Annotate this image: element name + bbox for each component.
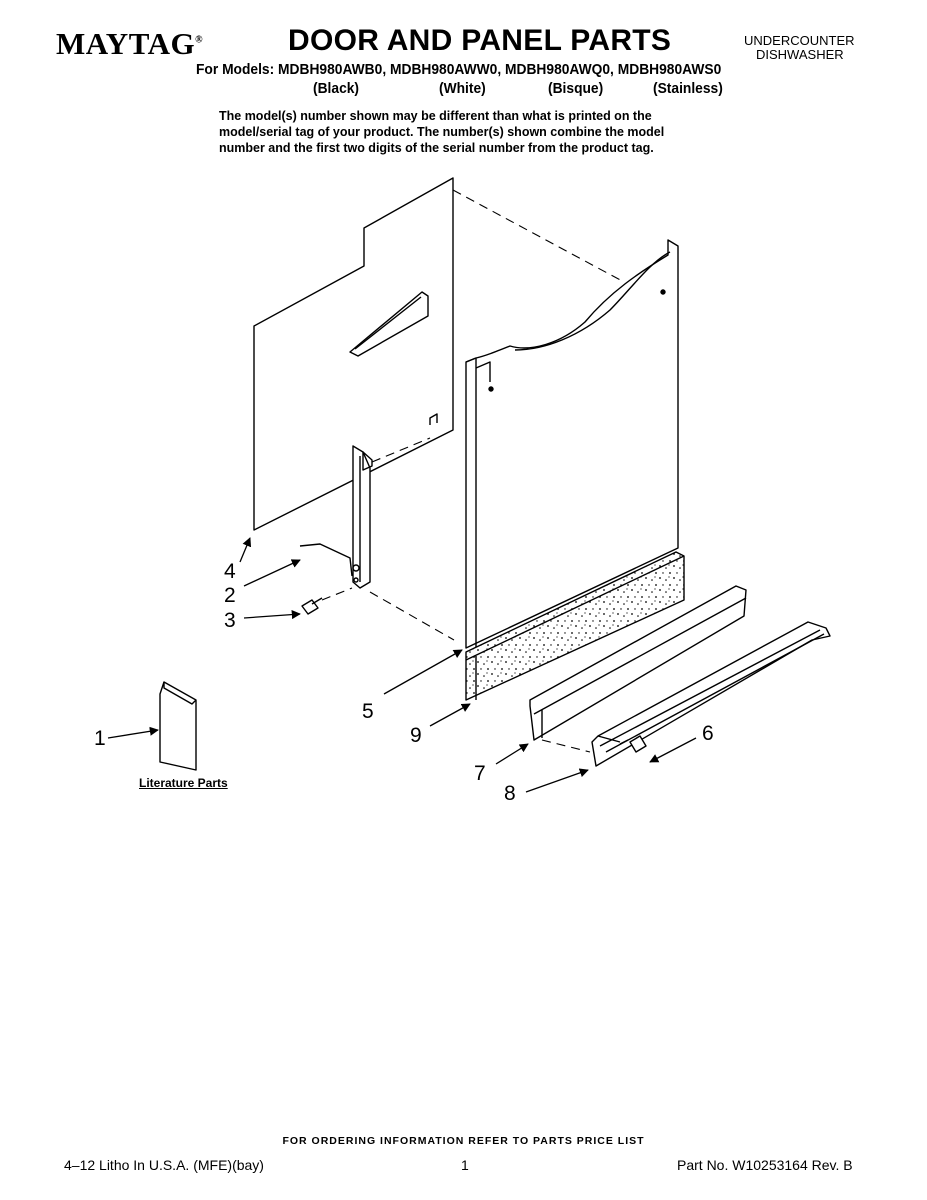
product-type: UNDERCOUNTER DISHWASHER bbox=[744, 34, 855, 62]
callout-4: 4 bbox=[224, 560, 236, 583]
callout-leaders bbox=[107, 537, 697, 793]
page-title: DOOR AND PANEL PARTS bbox=[288, 24, 672, 57]
callout-8: 8 bbox=[504, 782, 516, 805]
callout-7: 7 bbox=[474, 762, 486, 785]
product-line-2: DISHWASHER bbox=[756, 47, 844, 62]
registered-mark: ® bbox=[195, 34, 204, 46]
callout-6: 6 bbox=[702, 722, 714, 745]
brand-name: MAYTAG bbox=[56, 26, 196, 61]
note-line: number and the first two digits of the s… bbox=[219, 141, 654, 155]
note-line: The model(s) number shown may be differe… bbox=[219, 109, 652, 123]
variant-black: (Black) bbox=[313, 80, 360, 97]
assembly-guide-lines bbox=[321, 189, 625, 753]
variant-stainless: (Stainless) bbox=[653, 80, 723, 97]
model-number-note: The model(s) number shown may be differe… bbox=[219, 108, 739, 156]
screw-part-6 bbox=[619, 735, 647, 753]
callout-3: 3 bbox=[224, 609, 236, 632]
literature-booklet-part bbox=[159, 681, 197, 771]
callout-9: 9 bbox=[410, 724, 422, 747]
model-list: For Models: MDBH980AWB0, MDBH980AWW0, MD… bbox=[196, 61, 722, 78]
brand-logo: MAYTAG® bbox=[56, 26, 203, 62]
bracket-part bbox=[299, 445, 373, 589]
product-line-1: UNDERCOUNTER bbox=[744, 33, 855, 48]
screw-part-3 bbox=[301, 597, 323, 615]
callout-5: 5 bbox=[362, 700, 374, 723]
variant-bisque: (Bisque) bbox=[548, 80, 604, 97]
ordering-info: FOR ORDERING INFORMATION REFER TO PARTS … bbox=[282, 1135, 645, 1147]
note-line: model/serial tag of your product. The nu… bbox=[219, 125, 665, 139]
rear-panel-part bbox=[253, 177, 454, 531]
variant-white: (White) bbox=[439, 80, 486, 97]
page-number: 1 bbox=[461, 1157, 469, 1173]
insulation-strip-part bbox=[465, 551, 685, 701]
callout-2: 2 bbox=[224, 584, 236, 607]
door-panel-part bbox=[465, 239, 679, 649]
part-number: Part No. W10253164 Rev. B bbox=[677, 1157, 853, 1173]
toe-kick-panel-part bbox=[529, 585, 747, 741]
literature-parts-label: Literature Parts bbox=[139, 776, 228, 790]
litho-info: 4–12 Litho In U.S.A. (MFE)(bay) bbox=[64, 1157, 264, 1173]
callout-1: 1 bbox=[94, 727, 106, 750]
